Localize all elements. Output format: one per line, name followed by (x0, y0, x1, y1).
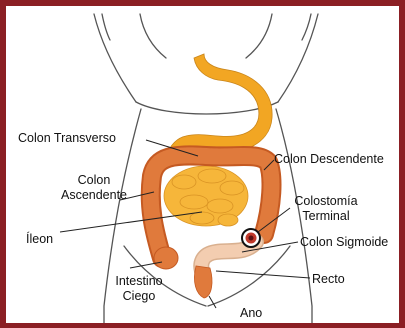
label-colostomia-terminal: Colostomía Terminal (288, 194, 364, 224)
label-intestino-ciego-line2: Ciego (104, 289, 174, 304)
colostomy-stoma (242, 229, 260, 247)
label-colon-ascendente: Colon Ascendente (54, 173, 134, 203)
small-intestine (164, 166, 248, 226)
label-colon-ascendente-line1: Colon (54, 173, 134, 188)
sigmoid-rectum (194, 242, 256, 298)
label-colostomia-terminal-line1: Colostomía (288, 194, 364, 209)
label-colon-sigmoide: Colon Sigmoide (300, 235, 388, 250)
label-ano: Ano (240, 306, 262, 321)
cecum (154, 247, 178, 269)
label-colostomia-terminal-line2: Terminal (288, 209, 364, 224)
label-ileon: Íleon (26, 232, 53, 247)
stomach (166, 54, 272, 162)
label-colon-ascendente-line2: Ascendente (54, 188, 134, 203)
label-recto: Recto (312, 272, 345, 287)
label-colon-transverso: Colon Transverso (18, 131, 116, 146)
label-colon-descendente: Colon Descendente (274, 152, 384, 167)
label-intestino-ciego: Intestino Ciego (104, 274, 174, 304)
label-intestino-ciego-line1: Intestino (104, 274, 174, 289)
